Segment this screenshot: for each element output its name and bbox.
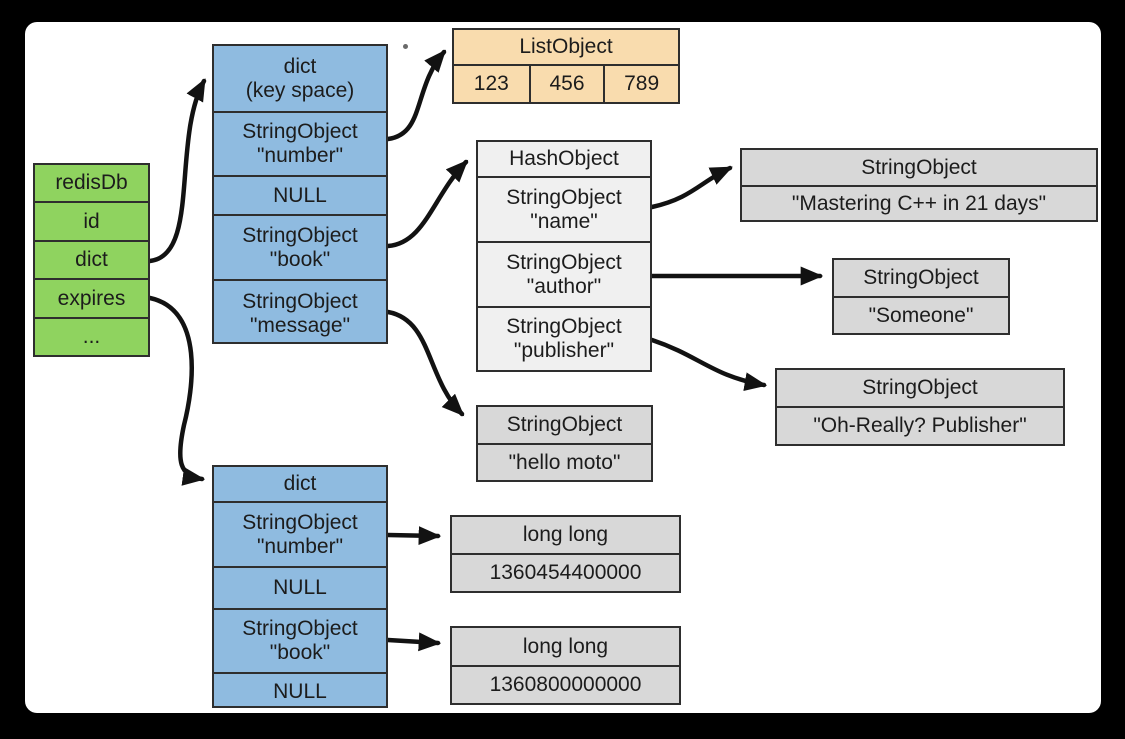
keyspace-key-message: StringObject "message"	[214, 279, 386, 346]
stringobject-title: StringObject	[863, 266, 979, 290]
expires-dict-title: dict	[283, 472, 317, 496]
stringobject-message-box: StringObject "hello moto"	[476, 405, 653, 482]
field-value: "author"	[526, 274, 602, 298]
key-type: StringObject	[242, 289, 358, 313]
stringobject-value: "Mastering C++ in 21 days"	[742, 185, 1096, 220]
stringobject-title: StringObject	[862, 376, 978, 400]
expires-key-number: StringObject "number"	[214, 501, 386, 566]
longlong-title: long long	[522, 634, 609, 658]
key-type: StringObject	[242, 223, 358, 247]
listobject-title: ListObject	[519, 35, 613, 59]
keyspace-dict-title: dict (key space)	[214, 46, 386, 111]
listobject-item: 789	[603, 66, 678, 102]
longlong-title: long long	[522, 523, 609, 547]
null-label: NULL	[273, 183, 327, 207]
hash-field-author: StringObject "author"	[478, 241, 650, 306]
redisdb-field-dict: dict	[35, 239, 148, 278]
key-value: "book"	[269, 247, 331, 271]
null-label: NULL	[273, 680, 327, 704]
longlong-value: 1360800000000	[452, 665, 679, 703]
stringobject-title: StringObject	[861, 155, 977, 179]
longlong-value: 1360454400000	[452, 553, 679, 591]
stringobject-value: "Someone"	[834, 296, 1008, 333]
stray-dot	[403, 44, 408, 49]
hashobject-box: HashObject StringObject "name" StringObj…	[476, 140, 652, 372]
redisdb-field-expires: expires	[35, 278, 148, 316]
key-type: StringObject	[242, 120, 358, 144]
field-value: "publisher"	[513, 339, 615, 362]
expires-dict-box: dict StringObject "number" NULL StringOb…	[212, 465, 388, 708]
hash-field-publisher: StringObject "publisher"	[478, 306, 650, 370]
keyspace-dict-title-line1: dict	[283, 54, 317, 78]
key-type: StringObject	[242, 510, 358, 534]
stringobject-title: StringObject	[506, 413, 623, 437]
field-type: StringObject	[506, 250, 622, 274]
longlong-number-box: long long 1360454400000	[450, 515, 681, 593]
keyspace-null-row: NULL	[214, 175, 386, 214]
expires-null-row: NULL	[214, 672, 386, 710]
stringobject-author-box: StringObject "Someone"	[832, 258, 1010, 335]
hash-field-name: StringObject "name"	[478, 176, 650, 241]
key-value: "number"	[256, 144, 344, 167]
stringobject-value: "Oh-Really? Publisher"	[777, 406, 1063, 444]
keyspace-dict-box: dict (key space) StringObject "number" N…	[212, 44, 388, 344]
key-value: "book"	[269, 641, 331, 664]
redisdb-title: redisDb	[55, 171, 128, 195]
stringobject-publisher-box: StringObject "Oh-Really? Publisher"	[775, 368, 1065, 446]
listobject-item: 456	[528, 66, 604, 102]
keyspace-key-book: StringObject "book"	[214, 214, 386, 279]
expires-key-book: StringObject "book"	[214, 608, 386, 672]
key-value: "message"	[249, 313, 351, 337]
stringobject-bookname-box: StringObject "Mastering C++ in 21 days"	[740, 148, 1098, 222]
listobject-item: 123	[473, 72, 509, 96]
field-type: StringObject	[506, 315, 622, 339]
null-label: NULL	[273, 576, 327, 600]
redisdb-box: redisDb id dict expires ...	[33, 163, 150, 357]
hashobject-title: HashObject	[509, 147, 619, 171]
redisdb-field-id: id	[35, 201, 148, 239]
field-value: "name"	[530, 209, 598, 233]
longlong-book-box: long long 1360800000000	[450, 626, 681, 705]
keyspace-dict-title-line2: (key space)	[245, 78, 355, 102]
keyspace-key-number: StringObject "number"	[214, 111, 386, 175]
key-type: StringObject	[242, 617, 358, 641]
expires-null-row: NULL	[214, 566, 386, 608]
listobject-items: 123 456 789	[454, 64, 678, 102]
stringobject-value: "hello moto"	[478, 443, 651, 480]
key-value: "number"	[256, 534, 344, 558]
listobject-box: ListObject 123 456 789	[452, 28, 680, 104]
redisdb-field-ellipsis: ...	[35, 316, 148, 355]
field-type: StringObject	[506, 185, 622, 209]
